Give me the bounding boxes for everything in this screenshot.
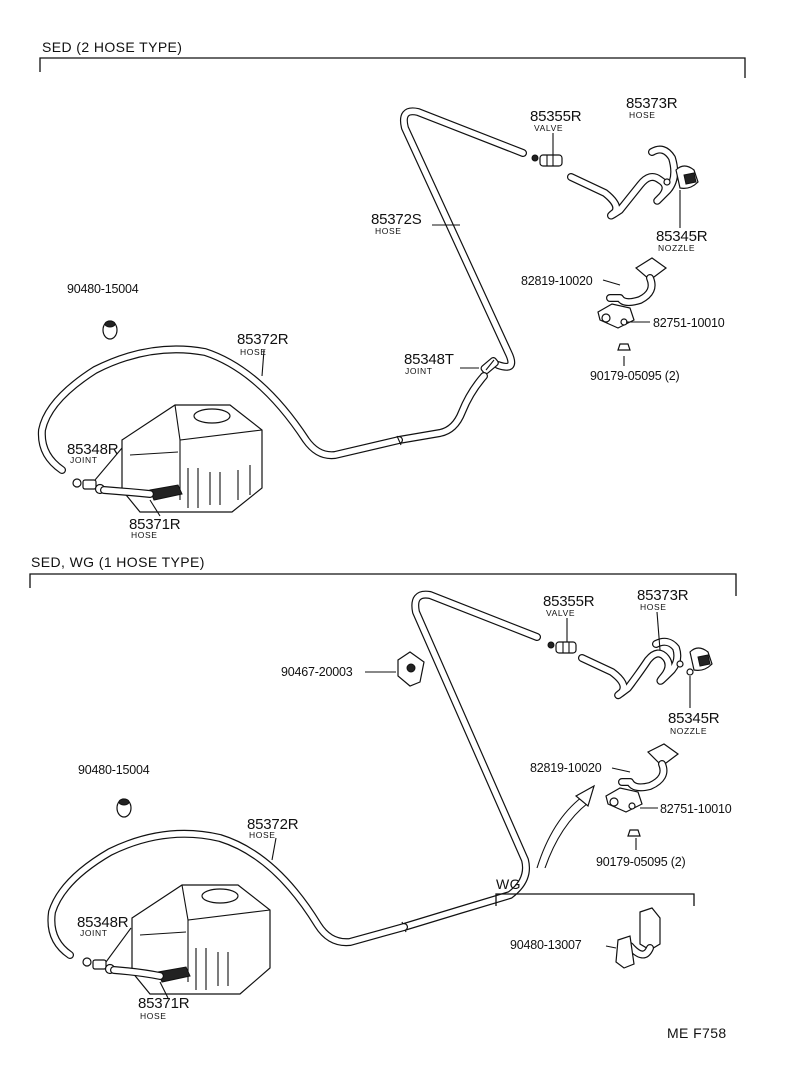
- label-82819-10020: 82819-10020: [530, 761, 602, 775]
- label-82819-10020: 82819-10020: [521, 274, 593, 288]
- label-85371r: 85371R: [138, 995, 190, 1012]
- section-bracket: [29, 573, 737, 596]
- hose-85371r: [100, 486, 154, 498]
- washer-tank: [131, 884, 271, 995]
- section-sed-wg-1-hose: SED, WG (1 HOSE TYPE): [29, 554, 737, 1021]
- hose-85372r: [37, 345, 403, 474]
- nozzle-85345r: [676, 647, 713, 708]
- hose-85372r: [47, 829, 408, 959]
- label-90480-15004: 90480-15004: [67, 282, 139, 296]
- label-85373r: 85373R: [626, 95, 678, 112]
- label-85348t: 85348T: [404, 351, 454, 368]
- tee-assembly-82751: [605, 743, 680, 837]
- label-85373r: 85373R: [637, 587, 689, 604]
- label-85372r-desc: HOSE: [240, 347, 267, 357]
- grommet-90480-15004: [102, 320, 118, 340]
- label-85355r-desc: VALVE: [534, 123, 563, 133]
- label-90480-15004: 90480-15004: [78, 763, 150, 777]
- washer-tank: [121, 404, 263, 513]
- wg-bracket: [495, 893, 695, 906]
- hose-85371r: [110, 966, 164, 980]
- valve-85355r: [531, 154, 563, 167]
- label-85345r: 85345R: [656, 228, 708, 245]
- label-85345r: 85345R: [668, 710, 720, 727]
- hose-85372r-right: [395, 372, 488, 444]
- arrow-to-wg: [536, 784, 595, 869]
- grommet-90480-13007: [615, 907, 661, 969]
- label-85373r-desc: HOSE: [640, 602, 667, 612]
- label-82751-10010: 82751-10010: [660, 802, 732, 816]
- joint-85348r: [72, 478, 106, 495]
- leader-lines: [94, 133, 650, 517]
- label-90467-20003: 90467-20003: [281, 665, 353, 679]
- joint-85348t: [480, 357, 499, 375]
- section-title: SED, WG (1 HOSE TYPE): [31, 554, 205, 570]
- section-sed-2-hose: SED (2 HOSE TYPE): [37, 39, 746, 540]
- label-85371r-desc: HOSE: [140, 1011, 167, 1021]
- figure-code: ME F758: [667, 1025, 727, 1041]
- section-title: SED (2 HOSE TYPE): [42, 39, 182, 55]
- label-85372s: 85372S: [371, 211, 422, 228]
- wg-subsection: WG: [495, 876, 695, 969]
- nozzle-85345r: [663, 165, 699, 228]
- label-85372r: 85372R: [237, 331, 289, 348]
- tee-assembly-82751: [597, 257, 668, 351]
- leader-lines: [105, 611, 661, 999]
- label-85348t-desc: JOINT: [405, 366, 433, 376]
- clip-90467-20003: [397, 651, 425, 687]
- hose-85372s: [399, 107, 527, 371]
- label-90480-13007: 90480-13007: [510, 938, 582, 952]
- label-85372r-desc: HOSE: [249, 830, 276, 840]
- grommet-90480-15004: [116, 798, 132, 818]
- label-90179-05095: 90179-05095 (2): [590, 369, 679, 383]
- label-85348r-desc: JOINT: [70, 455, 98, 465]
- label-85355r: 85355R: [543, 593, 595, 610]
- label-85355r: 85355R: [530, 108, 582, 125]
- label-85371r: 85371R: [129, 516, 181, 533]
- hose-85373r: [578, 637, 682, 700]
- label-82751-10010: 82751-10010: [653, 316, 725, 330]
- valve-85355r: [547, 641, 577, 654]
- label-85348r: 85348R: [67, 441, 119, 458]
- label-85372r: 85372R: [247, 816, 299, 833]
- label-85348r-desc: JOINT: [80, 928, 108, 938]
- section-bracket: [39, 57, 746, 78]
- label-85371r-desc: HOSE: [131, 530, 158, 540]
- label-90179-05095: 90179-05095 (2): [596, 855, 685, 869]
- label-85355r-desc: VALVE: [546, 608, 575, 618]
- label-85345r-desc: NOZZLE: [670, 726, 707, 736]
- label-85348r: 85348R: [77, 914, 129, 931]
- label-85372s-desc: HOSE: [375, 226, 402, 236]
- wg-title: WG: [496, 876, 521, 892]
- label-85373r-desc: HOSE: [629, 110, 656, 120]
- label-85345r-desc: NOZZLE: [658, 243, 695, 253]
- hose-85373r: [567, 145, 679, 220]
- joint-85348r: [82, 957, 116, 975]
